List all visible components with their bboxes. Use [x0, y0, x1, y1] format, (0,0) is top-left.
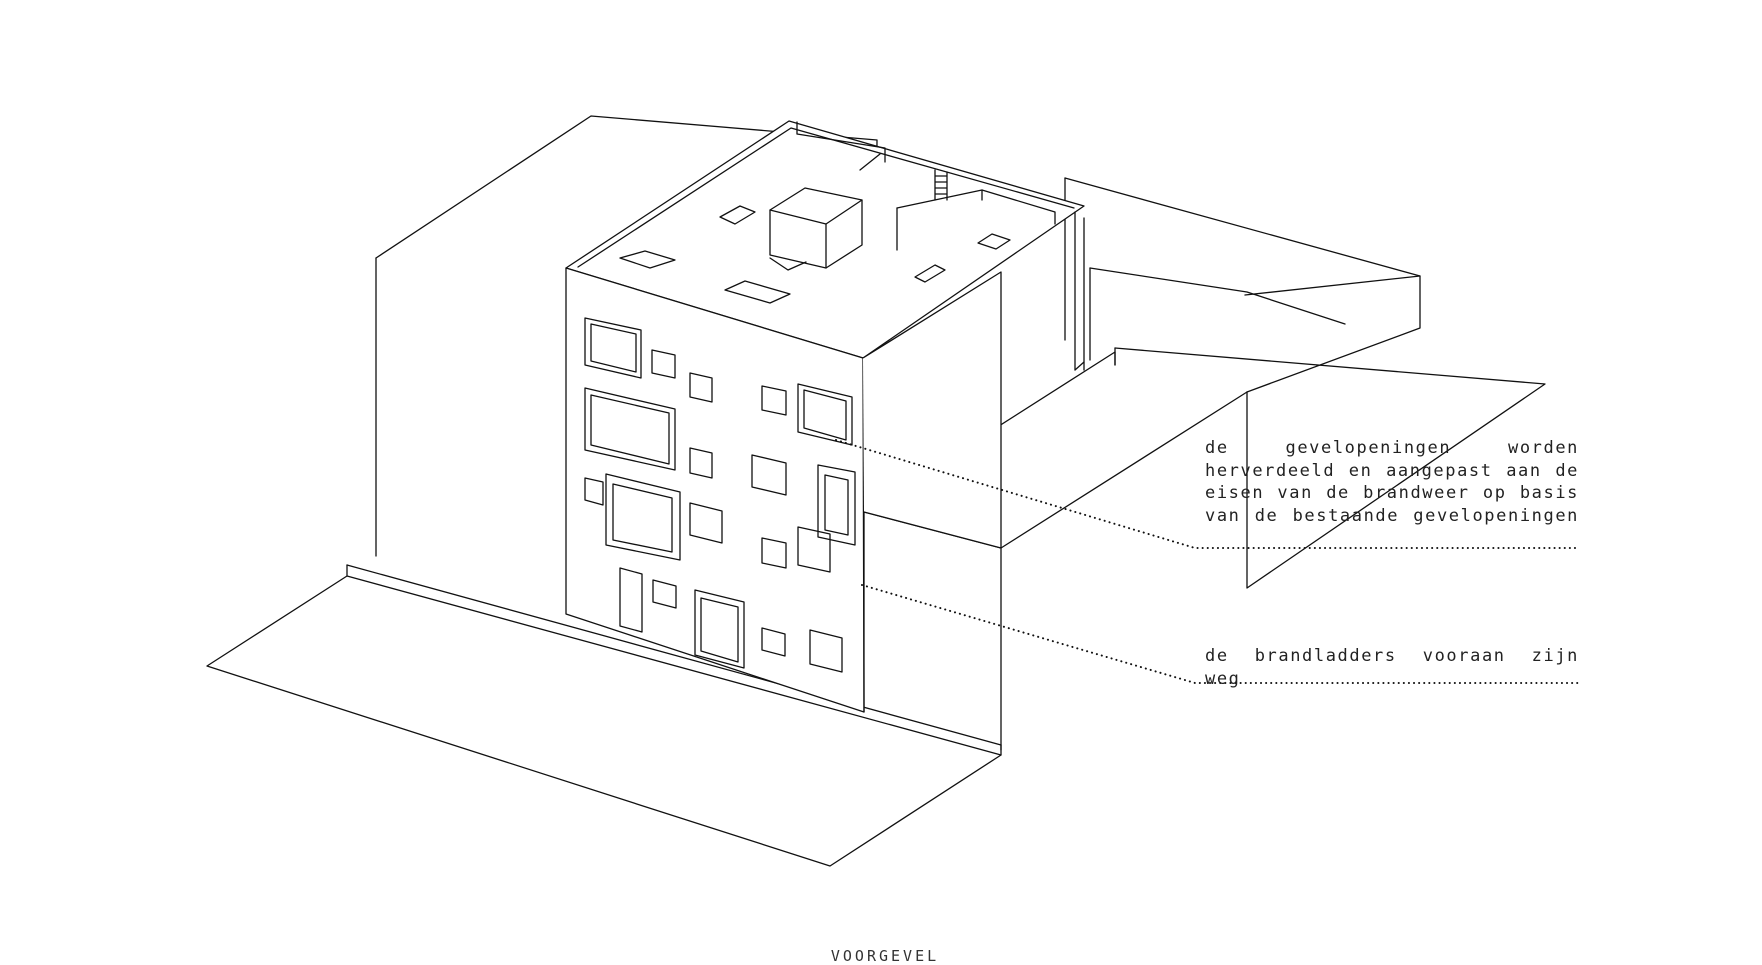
roof-details — [619, 169, 1011, 304]
leader-line-ladders — [861, 584, 1581, 684]
annotation-fire-ladders: de brandladders vooraan zijn weg — [1205, 646, 1579, 689]
leader-lines — [835, 439, 1581, 684]
facade-windows — [584, 317, 856, 673]
annotation-facade-openings: de gevelopeningen worden herverdeeld en … — [1205, 438, 1579, 526]
leader-line-openings — [835, 439, 1581, 549]
drawing-caption: VOORGEVEL — [830, 947, 940, 965]
rear-walls — [1064, 177, 1421, 393]
